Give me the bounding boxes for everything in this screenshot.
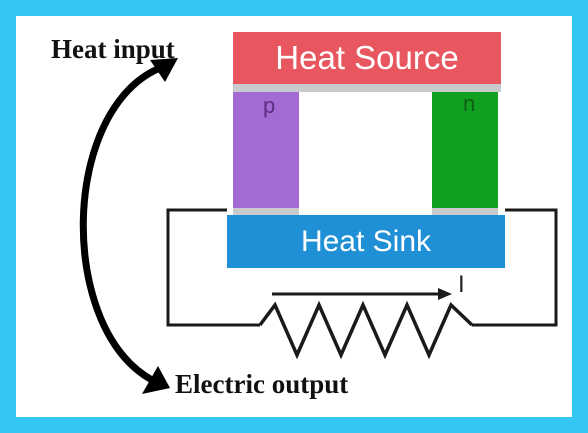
n-leg-label: n [463, 91, 476, 116]
n-bottom-connector [432, 208, 498, 215]
n-type-leg [432, 92, 498, 208]
heat-source-label: Heat Source [275, 39, 459, 76]
current-arrow-head [438, 288, 452, 300]
circuit-wire-right [472, 208, 558, 327]
curved-arrow-icon [79, 64, 164, 384]
p-type-leg [233, 92, 299, 208]
curved-arrow-tail [150, 58, 178, 82]
heat-source-block: Heat Source [233, 32, 501, 84]
p-bottom-connector [233, 208, 299, 215]
heat-sink-block: Heat Sink [227, 215, 505, 268]
electric-output-label: Electric output [175, 369, 349, 399]
top-connector [233, 84, 501, 92]
heat-sink-label: Heat Sink [300, 224, 432, 258]
resistor-icon [258, 300, 474, 360]
p-leg-label: p [263, 93, 276, 118]
curved-arrow-head [142, 366, 170, 394]
current-label: I [458, 271, 465, 298]
heat-input-label: Heat input [51, 34, 175, 64]
circuit-wire [166, 208, 260, 327]
